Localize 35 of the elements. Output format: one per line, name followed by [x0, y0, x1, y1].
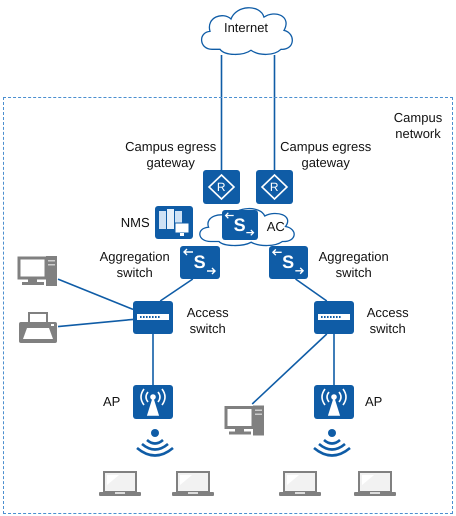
desktop-computer-icon — [224, 404, 265, 437]
device-label: AP — [364, 394, 384, 410]
network-link — [252, 333, 328, 405]
switch-icon: S — [222, 210, 258, 240]
network-link — [152, 334, 154, 385]
switch-icon: S — [268, 246, 308, 279]
switch-icon: S — [180, 246, 220, 279]
network-link — [160, 278, 194, 302]
network-boundary — [3, 97, 453, 514]
desktop-computer-icon — [18, 254, 58, 287]
device-label: NMS — [120, 214, 150, 231]
cloud-label: Internet — [222, 20, 270, 35]
network-link — [274, 55, 276, 170]
device-label: Campus egress gateway — [279, 138, 372, 171]
region-label: Campus network — [392, 110, 444, 142]
access-switch-icon — [132, 300, 173, 334]
device-label: Access switch — [366, 304, 410, 337]
access-point-icon — [314, 384, 354, 419]
printer-icon — [18, 312, 58, 345]
network-link — [333, 334, 335, 385]
access-point-icon — [132, 384, 173, 419]
server-monitor-icon — [154, 206, 193, 239]
device-label: AC — [266, 218, 286, 235]
network-link — [220, 55, 222, 170]
device-label: Campus egress gateway — [124, 138, 218, 171]
router-icon: R — [202, 170, 240, 204]
device-label: Access switch — [186, 304, 230, 337]
access-switch-icon — [314, 300, 354, 334]
device-label: Aggregation switch — [318, 248, 390, 281]
device-label: Aggregation switch — [98, 248, 171, 281]
router-icon: R — [256, 170, 293, 204]
network-link — [295, 278, 328, 302]
device-label: AP — [102, 394, 122, 410]
network-link — [58, 318, 134, 328]
network-link — [58, 278, 134, 310]
